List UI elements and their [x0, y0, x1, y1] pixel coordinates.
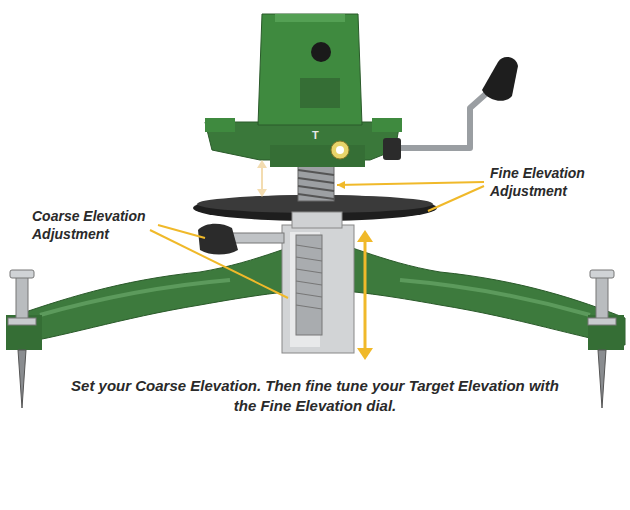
threaded-rod	[296, 235, 322, 335]
caption: Set your Coarse Elevation. Then fine tun…	[70, 376, 560, 416]
leveling-screw	[596, 275, 608, 320]
leader-lines	[150, 182, 484, 298]
spring-screw	[298, 165, 334, 201]
spike	[18, 350, 26, 408]
pan-head	[258, 14, 362, 125]
bubble-level	[331, 141, 349, 159]
travel-arrow	[261, 165, 263, 192]
column-housing	[282, 225, 354, 353]
leg-block	[588, 315, 624, 350]
crank-handle	[390, 92, 488, 148]
callout-label: Coarse Elevation Adjustment	[32, 207, 154, 243]
part-mark: T	[312, 129, 319, 141]
coarse-knob	[198, 224, 238, 255]
leveling-screw	[16, 275, 28, 320]
crank-knob	[482, 57, 518, 101]
callout-label: Fine Elevation Adjustment	[490, 164, 622, 200]
mount-hole	[311, 42, 331, 62]
spike	[598, 350, 606, 408]
leg-block	[6, 315, 42, 350]
travel-arrow	[364, 238, 367, 352]
